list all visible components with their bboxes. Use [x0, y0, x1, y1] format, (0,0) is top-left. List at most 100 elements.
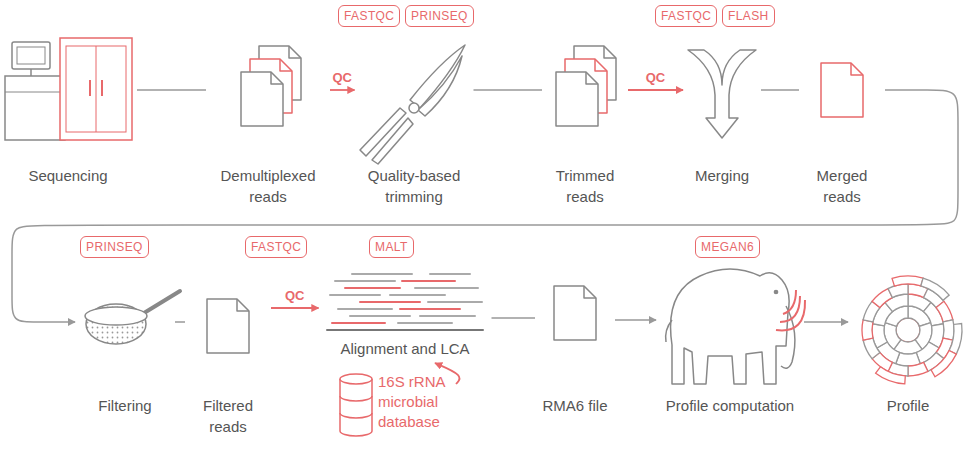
sequencer-icon-part [101, 80, 103, 96]
strainer-icon-part [86, 304, 146, 344]
sunburst-icon [862, 276, 962, 384]
tool-name: FASTQC [661, 9, 711, 24]
tool-badge: FLASH [722, 5, 775, 27]
database-icon-part [340, 374, 372, 384]
shears-icon [360, 45, 465, 164]
mammoth-icon-part [783, 290, 796, 314]
tool-name: MALT [375, 240, 408, 255]
sequencer-icon-part [5, 76, 65, 140]
tool-name: PRINSEQ [86, 240, 143, 255]
document-stack-icon [556, 46, 616, 126]
alignment-lines-part [350, 315, 410, 317]
sequencer-icon-part [5, 92, 65, 93]
sunburst-icon-part [943, 320, 954, 340]
sequencer-icon [5, 38, 132, 140]
flow-connector [492, 317, 536, 319]
sunburst-icon-part [949, 324, 962, 355]
sunburst-icon-part [888, 284, 908, 298]
sunburst-icon-part [862, 320, 873, 340]
database-icon-part [340, 413, 372, 418]
tool-badge: FASTQC [245, 236, 307, 258]
tool-badge: FASTQC [655, 5, 717, 27]
flow-connector [474, 89, 543, 91]
pipeline-step: RMA6 file [539, 268, 611, 416]
document-icon-part [554, 286, 596, 340]
pipeline-step: Merged reads [803, 45, 881, 207]
pipeline-step: Profile [852, 268, 964, 416]
sunburst-icon-part [876, 367, 906, 384]
database-node: 16S rRNA microbial database [338, 372, 452, 432]
pipeline-step: Trimmed reads [546, 45, 624, 207]
pipeline-step: Profile computation [660, 268, 800, 416]
sequencer-icon-part [12, 42, 50, 69]
document-icon [207, 299, 249, 353]
alignment-lines-part [402, 280, 455, 282]
sequencer-icon-part [66, 46, 126, 132]
alignment-lines-part [398, 322, 452, 324]
step-caption: Sequencing [28, 165, 107, 186]
alignment-lines [327, 274, 483, 330]
sunburst-icon-part [863, 338, 880, 359]
pipeline-step: Filtered reads [189, 268, 267, 437]
edge-label: QC [331, 70, 355, 85]
edge-label: QC [644, 70, 668, 85]
flow-connector [175, 321, 185, 323]
mammoth-icon-part [781, 306, 795, 368]
sequencer-icon-part [30, 69, 32, 76]
pipeline-step: Alignment and LCA [323, 268, 488, 359]
pipeline-step: Quality-based trimming [359, 45, 470, 207]
mammoth-icon-part [776, 300, 805, 330]
sunburst-icon-part [921, 278, 949, 300]
pipeline-step: Filtering [79, 268, 171, 416]
tool-badge: PRINSEQ [80, 236, 149, 258]
tool-badge: MALT [369, 236, 414, 258]
tool-badge: PRINSEQ [405, 5, 474, 27]
step-caption: Demultiplexed reads [213, 165, 323, 207]
strainer-icon [85, 291, 180, 344]
sunburst-icon-part [908, 362, 928, 376]
alignment-lines-part [335, 280, 395, 282]
qc-arrow [271, 307, 319, 309]
alignment-lines-part [338, 308, 392, 310]
step-caption: Merged reads [806, 165, 878, 207]
flow-connector [804, 321, 848, 323]
alignment-lines-part [420, 315, 475, 317]
pipeline-step: Sequencing [3, 38, 133, 186]
mammoth-icon [666, 269, 805, 384]
alignment-lines-part [428, 301, 482, 303]
strainer-icon-part [85, 307, 147, 325]
step-caption: Alignment and LCA [340, 338, 469, 359]
tool-name: FASTQC [344, 9, 394, 24]
step-caption: Trimmed reads [549, 165, 621, 207]
document-icon [554, 286, 596, 340]
pipeline-step: Demultiplexed reads [210, 45, 326, 207]
strainer-icon-part [144, 291, 180, 313]
flow-connector [137, 89, 206, 91]
mammoth-icon-part [774, 290, 777, 293]
merge-icon-part [688, 50, 756, 138]
step-caption: Profile computation [666, 395, 794, 416]
edge-label: QC [283, 288, 307, 303]
document-icon-part [821, 63, 863, 117]
step-caption: Quality-based trimming [362, 165, 467, 207]
tool-name: FLASH [728, 9, 769, 24]
step-caption: Filtering [98, 395, 151, 416]
flow-connector [761, 89, 799, 91]
alignment-lines-part [330, 294, 380, 296]
tool-name: FASTQC [251, 240, 301, 255]
sequencer-icon-part [60, 38, 132, 140]
shears-icon-part [372, 118, 413, 164]
step-caption: Profile [887, 395, 930, 416]
tool-name: PRINSEQ [411, 9, 468, 24]
alignment-lines-part [360, 301, 420, 303]
shears-icon-part [409, 103, 419, 113]
sequencer-icon-part [96, 46, 97, 132]
step-caption: RMA6 file [542, 395, 607, 416]
alignment-lines-part [400, 308, 460, 310]
qc-arrow [330, 89, 355, 91]
sunburst-icon-part [936, 301, 953, 322]
document-stack-icon-part [556, 72, 598, 126]
qc-arrow [628, 89, 683, 91]
alignment-lines-part [352, 273, 412, 275]
